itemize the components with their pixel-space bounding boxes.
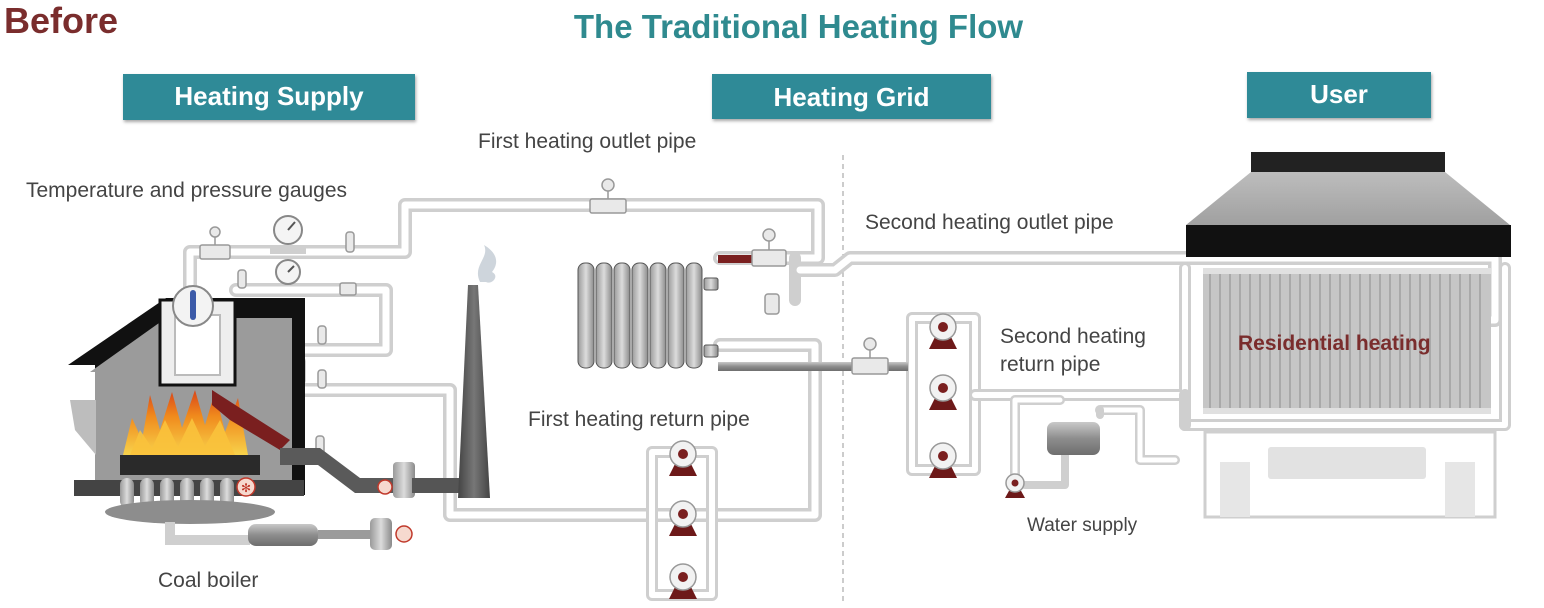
section-header-user: User [1247,72,1431,118]
label-gauges: Temperature and pressure gauges [26,179,348,202]
label-water-supply: Water supply [1027,515,1138,536]
valves [199,178,889,455]
label-second-return-line2: return pipe [1000,353,1101,376]
label-second-return-line1: Second heating [1000,325,1146,348]
label-second-outlet-pipe: Second heating outlet pipe [865,211,1114,234]
temperature-pressure-gauges [270,215,306,285]
section-header-heating-grid: Heating Grid [712,74,991,119]
diagram-title: The Traditional Heating Flow [573,8,1024,45]
chimney [280,245,497,498]
svg-text:✻: ✻ [241,481,251,495]
label-first-return-pipe: First heating return pipe [528,408,750,431]
residential-building [1186,152,1511,519]
coal-feeder [165,518,413,550]
section-header-heating-supply: Heating Supply [123,74,415,120]
water-tank [1047,422,1100,455]
label-first-outlet-pipe: First heating outlet pipe [478,130,697,153]
circulation-pumps [669,313,1025,599]
radiator [577,262,719,369]
label-coal-boiler: Coal boiler [158,569,259,592]
label-residential-heating: Residential heating [1238,332,1431,355]
before-label: Before [4,0,119,41]
coal-boiler: ✻ [68,285,305,524]
radiator-inlet-red [718,255,754,263]
first-return-main-pipe [718,362,908,371]
